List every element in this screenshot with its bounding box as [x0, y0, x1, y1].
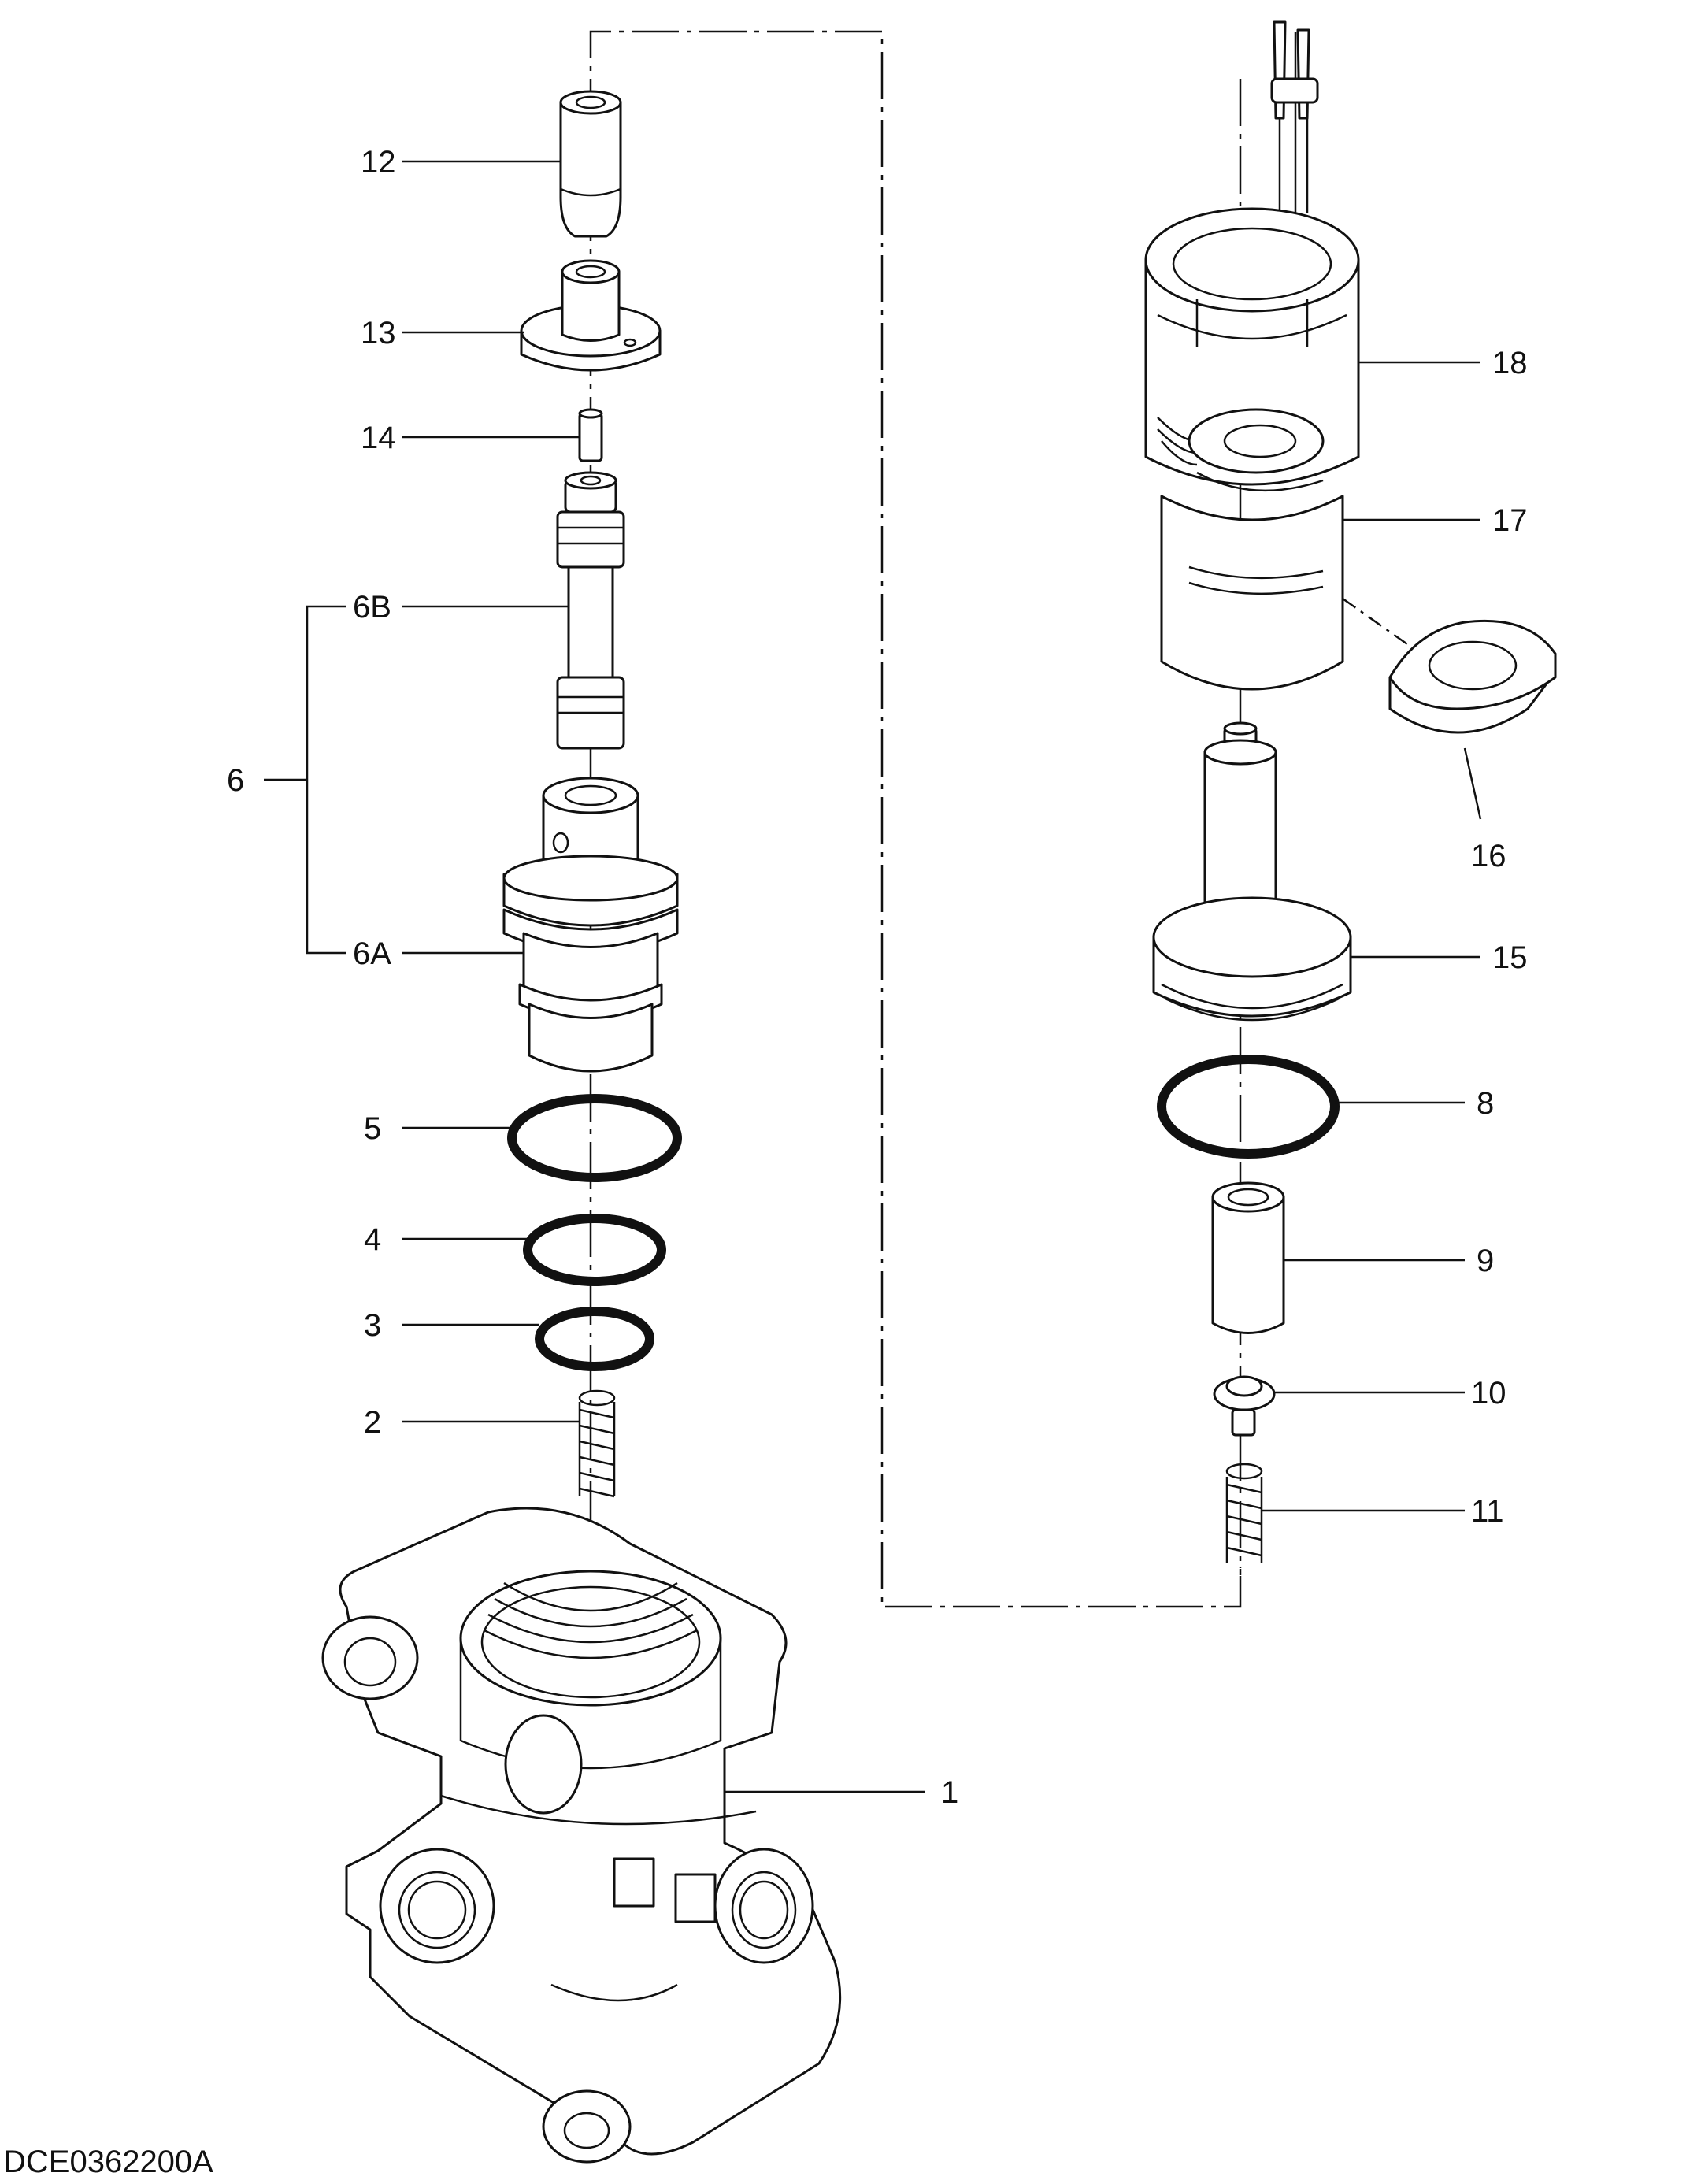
part-12-cap [559, 90, 622, 238]
callout-2: 2 [364, 1405, 381, 1440]
callout-6: 6 [227, 763, 244, 798]
callout-6a: 6A [353, 936, 391, 971]
part-16-washer [1342, 597, 1557, 734]
callout-5: 5 [364, 1111, 381, 1146]
part-18-solenoid-housing [1144, 20, 1360, 492]
part-2-spring [578, 1389, 616, 1498]
part-5-o-ring [507, 1094, 682, 1182]
callout-14: 14 [361, 421, 396, 455]
callout-18: 18 [1492, 346, 1528, 380]
drawing-code: DCE0362200A [3, 2145, 213, 2179]
part-8-o-ring [1157, 1055, 1340, 1159]
callout-6b: 6B [353, 590, 391, 625]
assembly-link-line [589, 30, 1242, 1608]
callout-8: 8 [1477, 1086, 1494, 1121]
callout-4: 4 [364, 1222, 381, 1257]
part-6a-sleeve [502, 777, 679, 1073]
part-3-o-ring [535, 1307, 654, 1371]
part-4-o-ring [523, 1214, 666, 1286]
callout-10: 10 [1471, 1376, 1506, 1411]
leader-lines [264, 160, 1482, 1793]
callout-16: 16 [1471, 839, 1506, 873]
callout-3: 3 [364, 1308, 381, 1343]
part-11-spring [1225, 1463, 1263, 1563]
part-9-sleeve [1211, 1181, 1285, 1334]
callout-11: 11 [1471, 1494, 1504, 1529]
part-13-flange [520, 259, 662, 372]
callout-15: 15 [1492, 940, 1528, 975]
callout-17: 17 [1492, 503, 1528, 538]
part-17-coil [1160, 495, 1344, 691]
part-14-pin [578, 408, 603, 462]
callout-13: 13 [361, 316, 396, 350]
part-15-plunger [1152, 721, 1352, 1022]
part-6b-spool [556, 471, 625, 750]
callout-9: 9 [1477, 1244, 1494, 1278]
callout-1: 1 [941, 1775, 958, 1810]
part-1-valve-body [321, 1507, 842, 2164]
part-10-poppet [1213, 1375, 1276, 1437]
callout-12: 12 [361, 145, 396, 180]
